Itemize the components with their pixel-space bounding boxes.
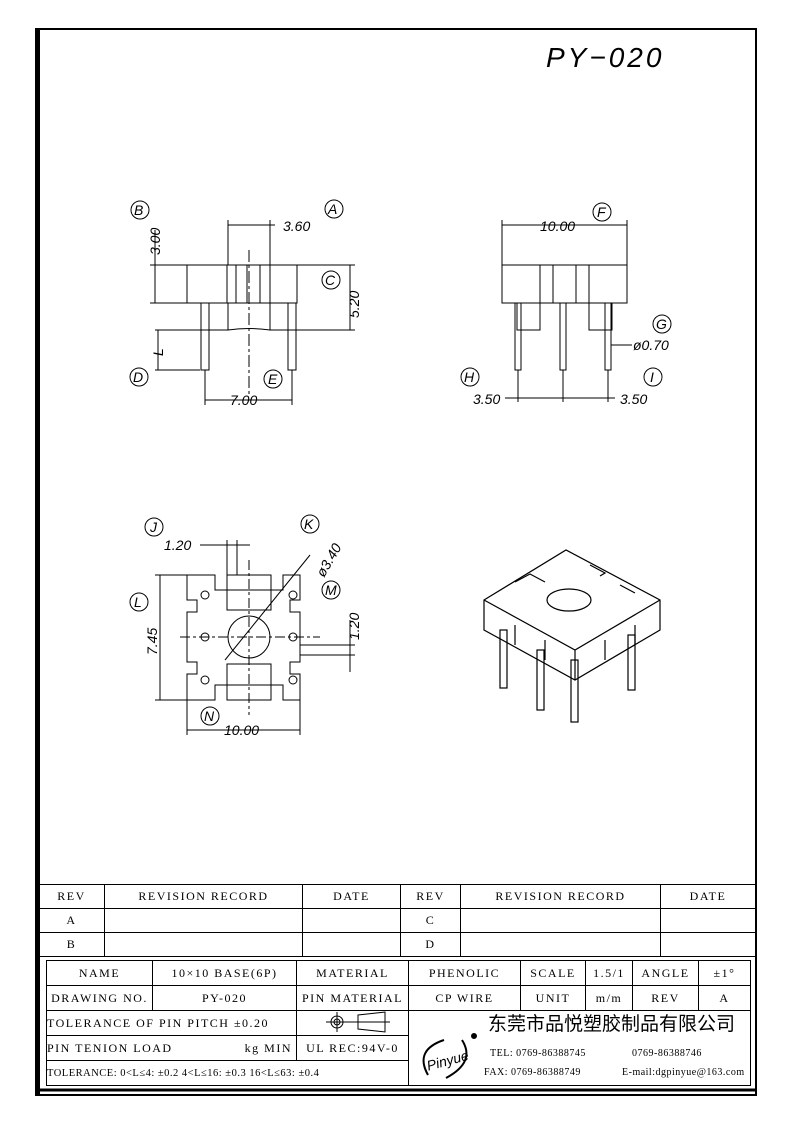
label-n: N <box>204 708 215 724</box>
phone-2: 0769-86388746 <box>632 1048 702 1059</box>
dim-c: 5.20 <box>346 291 362 318</box>
isometric-view <box>483 549 661 723</box>
company-cell <box>408 1010 751 1086</box>
ul-rating: UL REC:94V-0 <box>296 1035 409 1061</box>
dim-b: 3.00 <box>147 228 163 255</box>
date-header: DATE <box>302 884 401 909</box>
label-k: K <box>304 516 314 532</box>
company-name: 东莞市品悦塑胶制品有限公司 <box>488 1013 736 1035</box>
table-row: B D <box>38 932 756 957</box>
projection-symbol-cell <box>296 1010 409 1036</box>
rev-header: REV <box>400 884 461 909</box>
dim-a: 3.60 <box>283 218 310 234</box>
unit: m/m <box>585 985 633 1011</box>
title-block: NAME 10×10 BASE(6P) MATERIAL PHENOLIC SC… <box>46 960 751 1086</box>
label-l: L <box>134 594 142 610</box>
drawing-title: PY−020 <box>546 42 665 73</box>
dim-l: L <box>150 348 166 356</box>
dim-l2: 7.45 <box>144 628 160 655</box>
general-tolerance: TOLERANCE: 0<L≤4: ±0.2 4<L≤16: ±0.3 16<L… <box>46 1060 409 1086</box>
revision-record-header: REVISION RECORD <box>104 884 303 909</box>
pin-load-label: PIN TENION LOAD <box>47 1040 173 1055</box>
dim-f: 10.00 <box>540 218 575 234</box>
side-view: F G H I 10.00 ø0.70 3.50 3.50 <box>460 202 672 407</box>
email: E-mail:dgpinyue@163.com <box>622 1067 745 1078</box>
dim-i: 3.50 <box>620 391 647 407</box>
material: PHENOLIC <box>408 960 521 986</box>
label-j: J <box>149 519 158 535</box>
front-view: A B C D E 3.60 3.00 5.20 L 7.00 <box>129 199 362 408</box>
phone: TEL: 0769-86388745 <box>490 1048 586 1059</box>
label-a: A <box>327 201 337 217</box>
label-m: M <box>325 582 337 598</box>
pitch-tolerance: TOLERANCE OF PIN PITCH ±0.20 <box>46 1010 297 1036</box>
dim-e: 7.00 <box>230 392 257 408</box>
dim-k: ø3.40 <box>313 540 345 579</box>
fax: FAX: 0769-86388749 <box>484 1067 581 1078</box>
table-row: A C <box>38 908 756 933</box>
label-h: H <box>464 369 475 385</box>
drawing-number: PY-020 <box>152 985 297 1011</box>
label-c: C <box>325 272 336 288</box>
dim-j: 1.20 <box>164 537 191 553</box>
label-f: F <box>597 204 607 220</box>
dim-h: 3.50 <box>473 391 500 407</box>
scale: 1.5/1 <box>585 960 633 986</box>
label-i: I <box>650 369 654 385</box>
bottom-view: J K L M N 1.20 ø3.40 7.45 1.20 10.00 <box>129 514 362 738</box>
label-b: B <box>134 202 143 218</box>
angle: ±1° <box>698 960 751 986</box>
revision: A <box>698 985 751 1011</box>
revision-record-header: REVISION RECORD <box>460 884 661 909</box>
label-d: D <box>133 369 143 385</box>
revision-table: REV REVISION RECORD DATE REV REVISION RE… <box>38 884 756 957</box>
rev-header: REV <box>38 884 105 909</box>
pin-material: CP WIRE <box>408 985 521 1011</box>
dim-n: 10.00 <box>224 722 259 738</box>
label-g: G <box>656 316 667 332</box>
dim-m: 1.20 <box>346 613 362 640</box>
label-e: E <box>268 371 278 387</box>
part-name: 10×10 BASE(6P) <box>152 960 297 986</box>
date-header: DATE <box>660 884 756 909</box>
dim-g: ø0.70 <box>633 337 669 353</box>
